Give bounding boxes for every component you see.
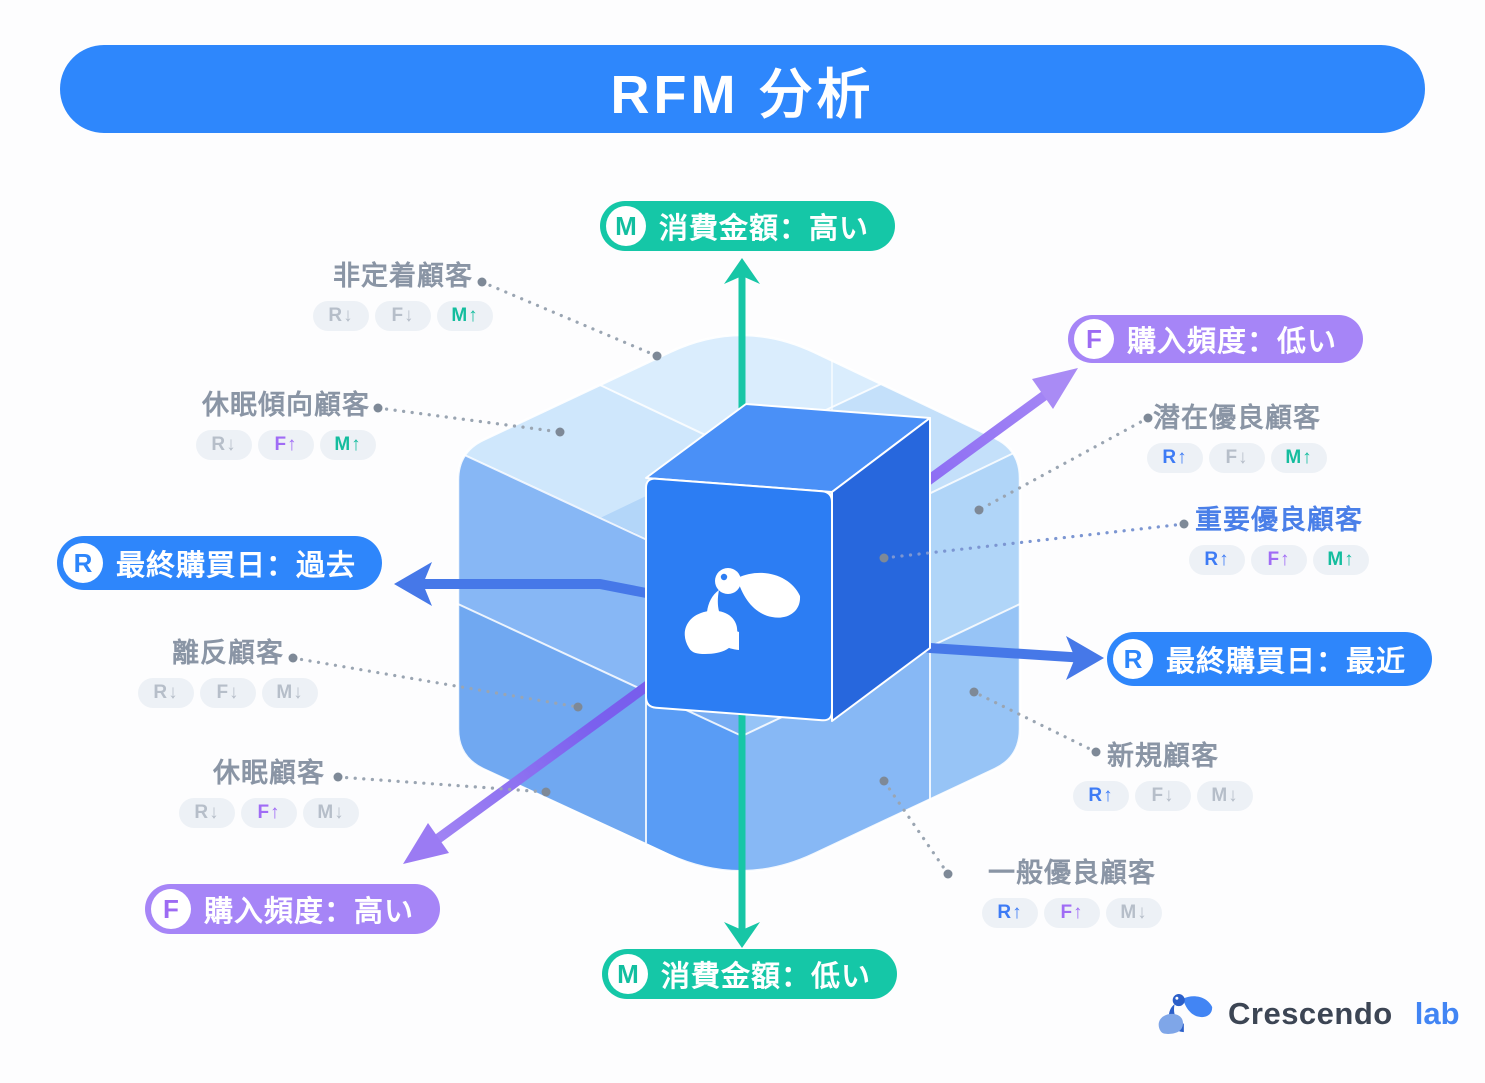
- rfm-badge: M↑: [320, 430, 376, 460]
- rfm-badge: M↓: [262, 678, 318, 708]
- segment-dormant-customer: 休眠顧客 R↓F↑M↓: [178, 757, 360, 828]
- highlight-subcube: [645, 403, 931, 722]
- r-letter-icon: R: [63, 543, 103, 583]
- segment-potential-loyal-customer: 潜在優良顧客 R↑F↓M↑: [1146, 402, 1328, 473]
- r-axis-right-arrowhead: [1066, 636, 1104, 680]
- m-axis-down-arrowhead: [724, 922, 760, 948]
- pelican-logo-white: [684, 568, 801, 654]
- pelican-eye: [1175, 996, 1179, 1000]
- axis-pill-recency-recent: R 最終購買日：最近: [1107, 632, 1433, 686]
- pelican-brand-icon: [1158, 994, 1213, 1034]
- segment-name: 新規顧客: [1107, 741, 1219, 771]
- segment-dormant-leaning-customer: 休眠傾向顧客 R↓F↑M↑: [195, 389, 377, 460]
- axis-pill-frequency-low: F 購入頻度：低い: [1068, 315, 1364, 363]
- brand-logo: Crescendo lab: [1156, 982, 1460, 1046]
- rfm-badge: F↓: [1209, 443, 1265, 473]
- rfm-badge: F↑: [1044, 898, 1100, 928]
- segment-name: 非定着顧客: [333, 261, 473, 291]
- segment-important-loyal-customer: 重要優良顧客 R↑F↑M↑: [1188, 504, 1370, 575]
- rfm-badge: F↓: [200, 678, 256, 708]
- leader-lines: [291, 280, 1186, 876]
- brand-name: Crescendo: [1228, 996, 1393, 1031]
- rfm-badge: R↓: [196, 430, 252, 460]
- segment-name: 重要優良顧客: [1195, 505, 1363, 535]
- r-letter-icon: R: [1113, 639, 1153, 679]
- rfm-badge: F↓: [375, 301, 431, 331]
- rfm-badge: R↑: [1189, 545, 1245, 575]
- rfm-badge: R↓: [313, 301, 369, 331]
- axis-pill-recency-past: R 最終購買日：過去: [57, 536, 383, 590]
- rfm-badge: M↓: [303, 798, 359, 828]
- m-letter-icon: M: [606, 206, 646, 246]
- rfm-badge-row: R↓F↑M↓: [178, 798, 360, 828]
- rfm-badge-row: R↑F↓M↑: [1146, 443, 1328, 473]
- rfm-badge: M↓: [1106, 898, 1162, 928]
- brand-suffix: lab: [1414, 996, 1460, 1031]
- m-axis-up-arrowhead: [724, 258, 760, 284]
- leader-dots: [288, 277, 1189, 879]
- rfm-badge: R↑: [982, 898, 1038, 928]
- page-title: RFM 分析: [610, 64, 875, 125]
- rfm-badge: R↑: [1147, 443, 1203, 473]
- segment-non-sticky-customer: 非定着顧客 R↓F↓M↑: [312, 260, 494, 331]
- segment-name: 休眠顧客: [213, 758, 325, 788]
- rfm-badge: M↑: [437, 301, 493, 331]
- segment-name: 一般優良顧客: [988, 858, 1156, 888]
- rfm-badge: F↑: [241, 798, 297, 828]
- segment-general-loyal-customer: 一般優良顧客 R↑F↑M↓: [981, 857, 1163, 928]
- axis-pill-monetary-high: M 消費金額：高い: [600, 201, 896, 251]
- rfm-badge-row: R↑F↑M↓: [981, 898, 1163, 928]
- f-axis-up-arrowhead: [1032, 368, 1078, 409]
- f-letter-icon: F: [1074, 319, 1114, 359]
- rfm-badge-row: R↓F↓M↓: [137, 678, 319, 708]
- rfm-badge: F↓: [1135, 781, 1191, 811]
- rfm-badge: M↓: [1197, 781, 1253, 811]
- segment-name: 潜在優良顧客: [1153, 403, 1321, 433]
- segment-name: 離反顧客: [172, 638, 284, 668]
- pelican-eye: [720, 573, 728, 581]
- rfm-badge: F↑: [1251, 545, 1307, 575]
- rfm-badge: R↓: [138, 678, 194, 708]
- segment-churned-customer: 離反顧客 R↓F↓M↓: [137, 637, 319, 708]
- segment-name: 休眠傾向顧客: [202, 390, 370, 420]
- rfm-badge: R↓: [179, 798, 235, 828]
- axis-pill-monetary-low: M 消費金額：低い: [602, 949, 898, 999]
- title-banner: RFM 分析: [60, 45, 1425, 133]
- rfm-badge-row: R↑F↓M↓: [1072, 781, 1254, 811]
- r-axis-left-arrowhead: [394, 562, 432, 606]
- rfm-badge: M↑: [1313, 545, 1369, 575]
- rfm-badge-row: R↑F↑M↑: [1188, 545, 1370, 575]
- rfm-badge-row: R↓F↓M↑: [312, 301, 494, 331]
- rfm-badge: M↑: [1271, 443, 1327, 473]
- f-axis-down-arrowhead: [403, 823, 449, 864]
- m-letter-icon: M: [608, 954, 648, 994]
- rfm-badge: F↑: [258, 430, 314, 460]
- axis-pill-frequency-high: F 購入頻度：高い: [145, 884, 441, 934]
- segment-new-customer: 新規顧客 R↑F↓M↓: [1072, 740, 1254, 811]
- rfm-badge: R↑: [1073, 781, 1129, 811]
- rfm-badge-row: R↓F↑M↑: [195, 430, 377, 460]
- f-letter-icon: F: [151, 889, 191, 929]
